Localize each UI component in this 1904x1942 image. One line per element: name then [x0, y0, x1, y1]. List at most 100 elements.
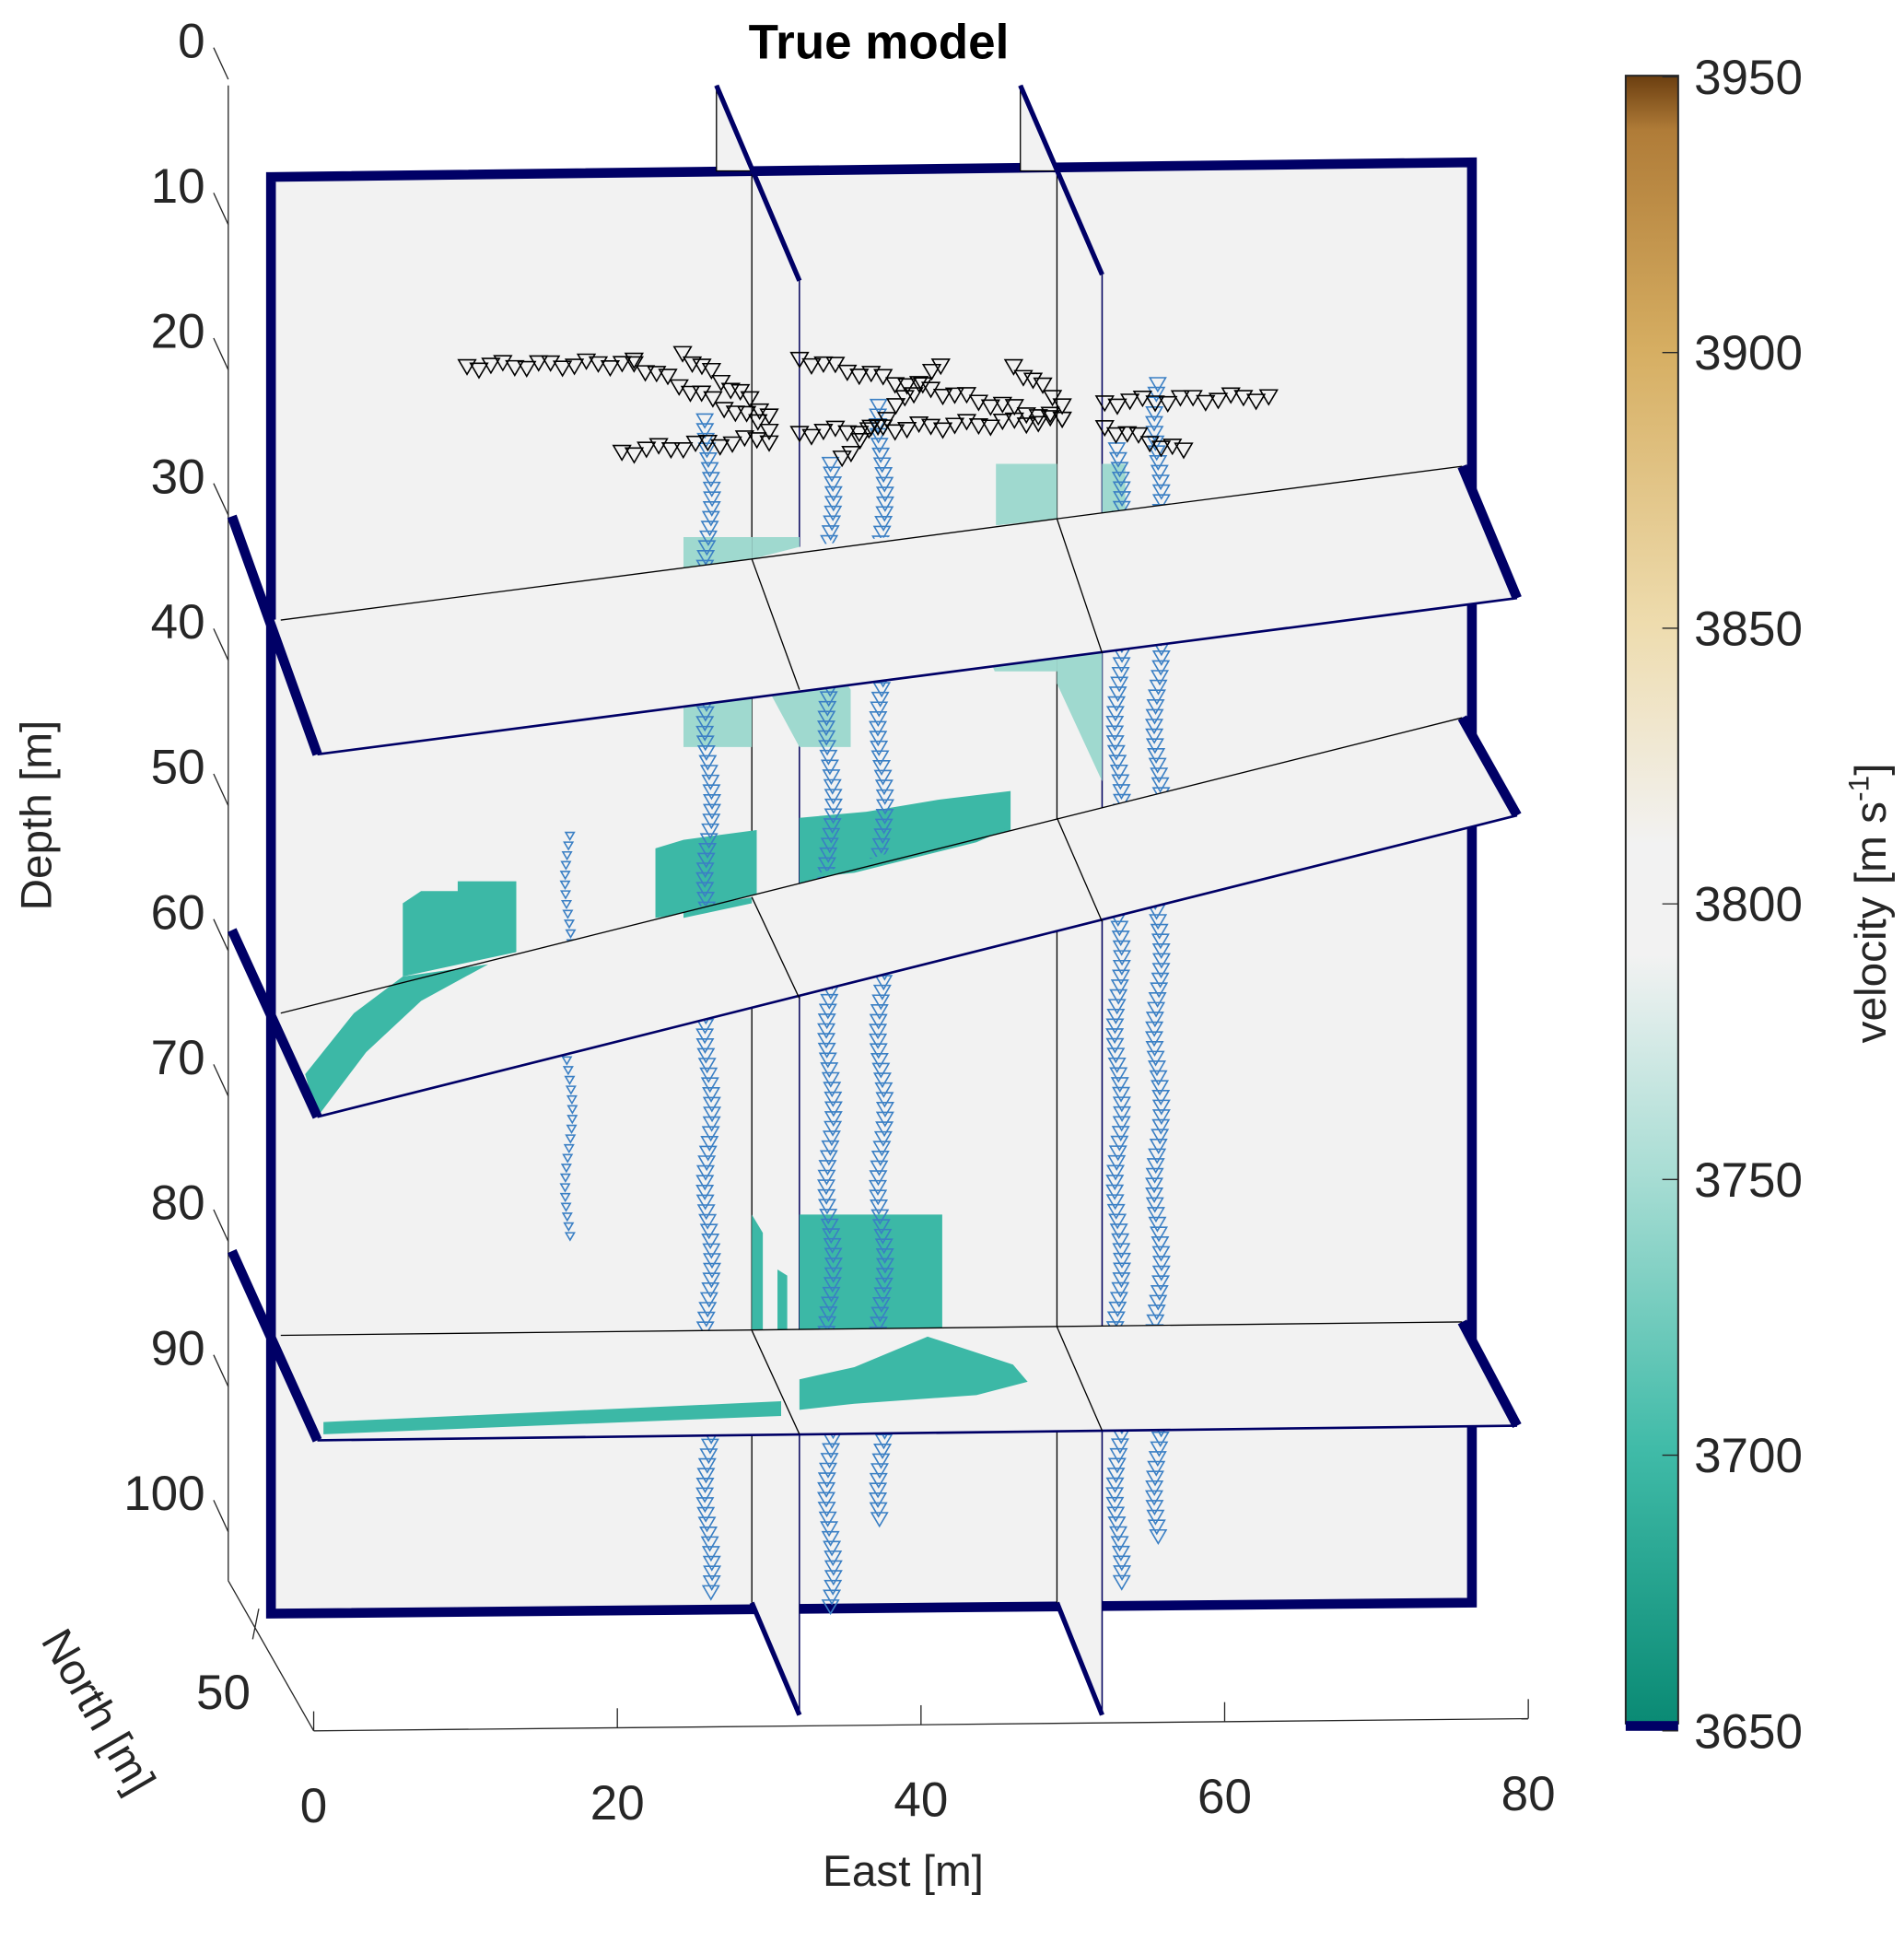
- receiver-marker: [1147, 1060, 1166, 1077]
- receiver-marker: [1108, 1145, 1127, 1162]
- receiver-marker: [873, 1287, 893, 1304]
- receiver-marker: [1033, 377, 1053, 394]
- depth-tick-label: 20: [151, 305, 205, 359]
- receiver-marker: [873, 1228, 893, 1245]
- receiver-marker: [875, 496, 894, 512]
- receiver-marker: [1151, 1109, 1171, 1126]
- receiver-marker: [823, 1589, 842, 1606]
- receiver-marker: [1151, 1235, 1170, 1252]
- receiver-marker: [980, 399, 1001, 416]
- receiver-marker: [823, 1540, 842, 1557]
- receiver-marker: [624, 356, 644, 373]
- receiver-marker: [816, 1179, 835, 1196]
- receiver-marker: [1150, 982, 1169, 999]
- receiver-marker: [869, 398, 888, 415]
- receiver-marker: [696, 1204, 716, 1221]
- receiver-marker: [920, 418, 941, 436]
- receiver-marker: [1113, 491, 1132, 508]
- receiver-marker: [819, 749, 838, 766]
- receiver-marker: [869, 1492, 888, 1509]
- receiver-marker: [1112, 940, 1131, 956]
- receiver-marker: [1208, 392, 1229, 410]
- receiver-marker: [759, 408, 779, 426]
- receiver-marker: [722, 436, 742, 453]
- depth-tick: [213, 1354, 229, 1387]
- receiver-marker: [702, 1272, 721, 1289]
- receiver-marker: [563, 841, 575, 851]
- receiver-marker: [1145, 1040, 1164, 1057]
- receiver-marker: [1146, 698, 1165, 716]
- receiver-marker: [1151, 494, 1171, 510]
- receiver-marker: [698, 1213, 718, 1230]
- depth-tick: [213, 1500, 229, 1533]
- receiver-marker: [1145, 1012, 1164, 1028]
- receiver-marker: [819, 1209, 838, 1225]
- receiver-marker: [832, 450, 852, 468]
- receiver-marker: [801, 428, 822, 446]
- receiver-marker: [1111, 930, 1130, 947]
- receiver-marker: [1109, 989, 1128, 1005]
- receiver-marker: [1132, 391, 1153, 408]
- receiver-marker: [567, 1115, 578, 1125]
- receiver-marker: [875, 1121, 894, 1138]
- receiver-marker: [612, 444, 632, 462]
- receiver-marker: [821, 1071, 840, 1088]
- receiver-marker: [1120, 393, 1140, 411]
- receiver-marker: [699, 833, 718, 849]
- receiver-marker: [505, 359, 525, 377]
- receiver-marker: [697, 442, 717, 459]
- receiver-marker: [824, 1267, 843, 1283]
- receiver-marker: [817, 1188, 836, 1205]
- receiver-marker: [1105, 1487, 1125, 1503]
- receiver-marker: [869, 1472, 888, 1489]
- receiver-marker: [1105, 735, 1125, 752]
- receiver-marker: [944, 387, 965, 404]
- receiver-marker: [1145, 708, 1164, 725]
- receiver-marker: [820, 1453, 839, 1469]
- receiver-marker: [624, 352, 644, 369]
- receiver-marker: [698, 1302, 718, 1318]
- receiver-marker: [1149, 1294, 1168, 1311]
- receiver-marker: [696, 745, 716, 762]
- receiver-marker: [1113, 1565, 1132, 1582]
- receiver-marker: [699, 765, 718, 781]
- receiver-marker: [1147, 747, 1166, 765]
- receiver-marker: [701, 1585, 720, 1601]
- receiver-marker: [992, 396, 1012, 414]
- receiver-marker: [871, 1297, 891, 1314]
- receiver-marker: [871, 447, 891, 463]
- receiver-marker: [1145, 1490, 1164, 1506]
- receiver-marker: [701, 472, 720, 488]
- receiver-marker: [801, 357, 822, 375]
- receiver-marker: [1150, 767, 1169, 784]
- receiver-marker: [823, 515, 842, 532]
- receiver-marker: [1105, 1477, 1125, 1493]
- receiver-marker: [824, 789, 843, 805]
- receiver-marker: [968, 418, 989, 436]
- colorbar-tick-label: 3900: [1694, 326, 1803, 380]
- receiver-marker: [1151, 440, 1172, 458]
- depth-axis-label: Depth [m]: [13, 720, 62, 911]
- receiver-marker: [695, 1194, 715, 1211]
- receiver-marker: [1149, 914, 1168, 930]
- receiver-marker: [695, 1487, 715, 1503]
- receiver-marker: [1111, 1281, 1130, 1298]
- receiver-marker: [885, 398, 906, 415]
- receiver-marker: [818, 1052, 837, 1069]
- receiver-marker: [560, 1202, 572, 1212]
- receiver-marker: [1110, 979, 1129, 996]
- receiver-marker: [699, 1292, 718, 1308]
- receiver-marker: [821, 456, 840, 473]
- receiver-marker: [1149, 679, 1168, 696]
- receiver-marker: [824, 1111, 843, 1128]
- receiver-marker: [1003, 358, 1024, 376]
- receiver-marker: [1151, 1431, 1170, 1447]
- receiver-marker: [749, 403, 770, 420]
- receiver-marker: [1158, 395, 1178, 414]
- receiver-marker: [564, 1075, 576, 1085]
- receiver-marker: [817, 1502, 836, 1518]
- receiver-marker: [1107, 999, 1127, 1015]
- receiver-marker: [874, 1277, 894, 1293]
- receiver-marker: [824, 1258, 843, 1274]
